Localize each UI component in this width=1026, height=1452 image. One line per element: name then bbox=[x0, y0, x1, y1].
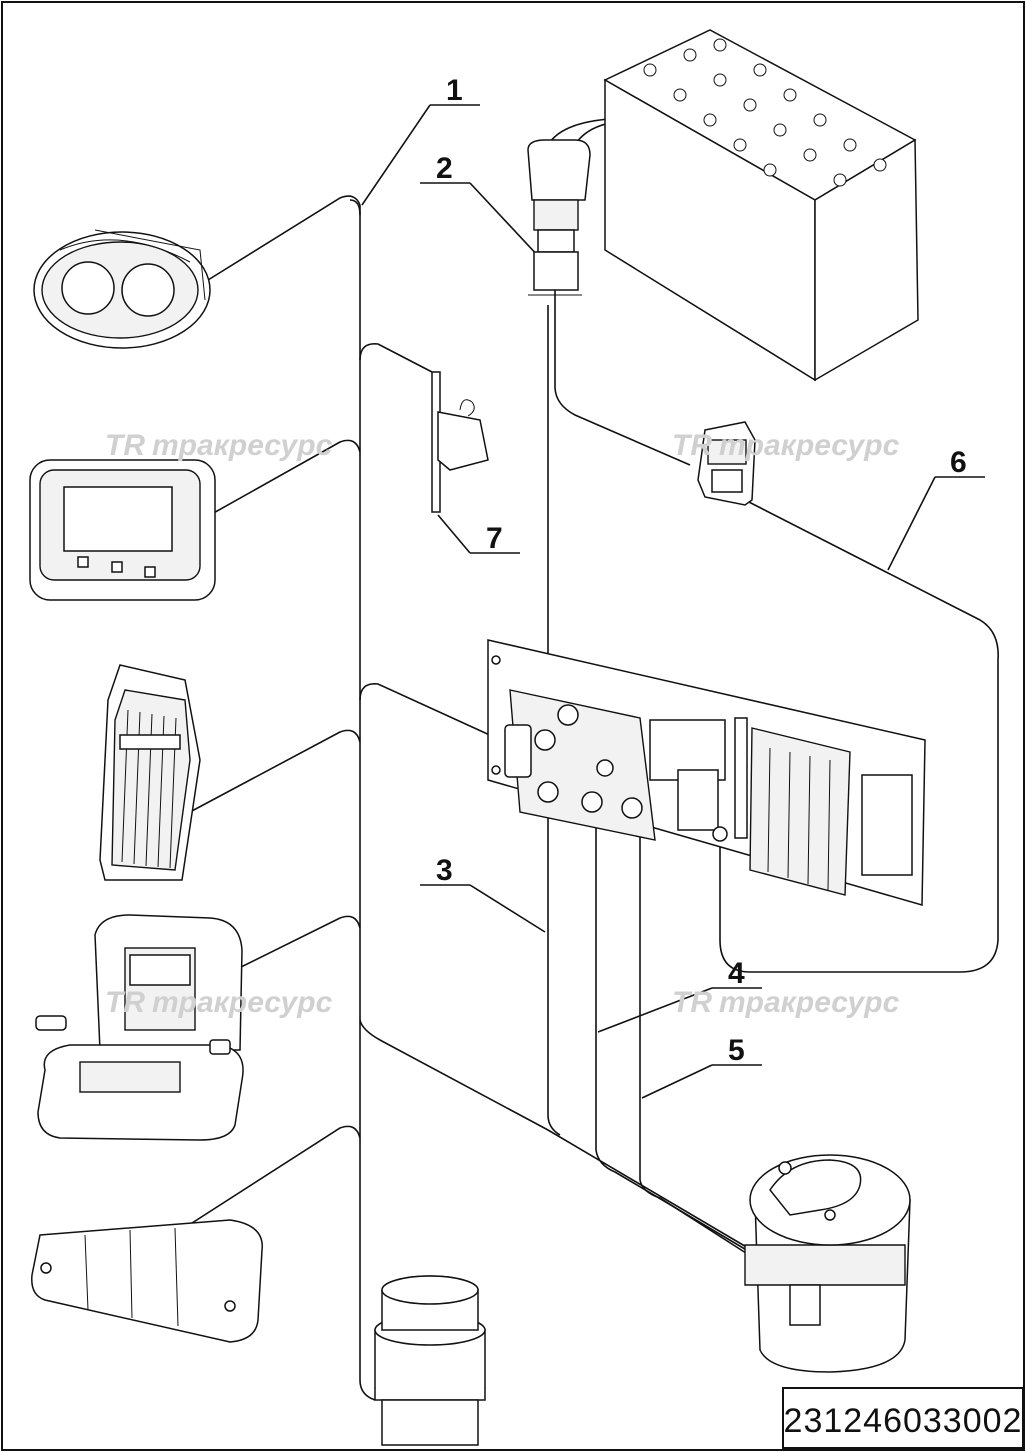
callout-leaders bbox=[361, 104, 985, 1099]
part-number: 231246033002 bbox=[784, 1402, 1023, 1440]
watermark-1: TR тракресурс bbox=[105, 429, 333, 462]
accelerator-pedal-part bbox=[99, 664, 201, 881]
watermark-2: TR тракресурс bbox=[672, 429, 900, 462]
battery-connector-part bbox=[527, 139, 591, 296]
watermark-text: тракресурс bbox=[152, 986, 333, 1019]
callout-7: 7 bbox=[486, 522, 503, 555]
headlight-part bbox=[33, 229, 211, 349]
rear-light-part bbox=[31, 1219, 263, 1343]
callout-4: 4 bbox=[728, 957, 745, 990]
battery-part bbox=[603, 29, 919, 382]
callout-1: 1 bbox=[446, 74, 463, 107]
watermark-logo: TR bbox=[105, 429, 145, 462]
callout-6: 6 bbox=[950, 446, 967, 479]
fuse-holder-part bbox=[431, 371, 489, 513]
callout-3: 3 bbox=[436, 854, 453, 887]
callout-5: 5 bbox=[728, 1034, 745, 1067]
watermark-logo: TR bbox=[105, 986, 145, 1019]
watermark-3: TR тракресурс bbox=[105, 986, 333, 1019]
callout-2: 2 bbox=[436, 152, 453, 185]
controller-panel-part bbox=[487, 639, 926, 906]
emergency-switch-part bbox=[697, 421, 756, 506]
part-number-box: 231246033002 bbox=[782, 1387, 1024, 1449]
watermark-text: тракресурс bbox=[719, 986, 900, 1019]
display-part bbox=[29, 459, 216, 601]
watermark-logo: TR bbox=[672, 429, 712, 462]
watermark-text: тракресурс bbox=[719, 429, 900, 462]
watermark-text: тракресурс bbox=[152, 429, 333, 462]
horn-part bbox=[374, 1275, 486, 1446]
watermark-logo: TR bbox=[672, 986, 712, 1019]
watermark-4: TR тракресурс bbox=[672, 986, 900, 1019]
seat-part bbox=[35, 914, 244, 1141]
motor-part bbox=[744, 1154, 911, 1373]
